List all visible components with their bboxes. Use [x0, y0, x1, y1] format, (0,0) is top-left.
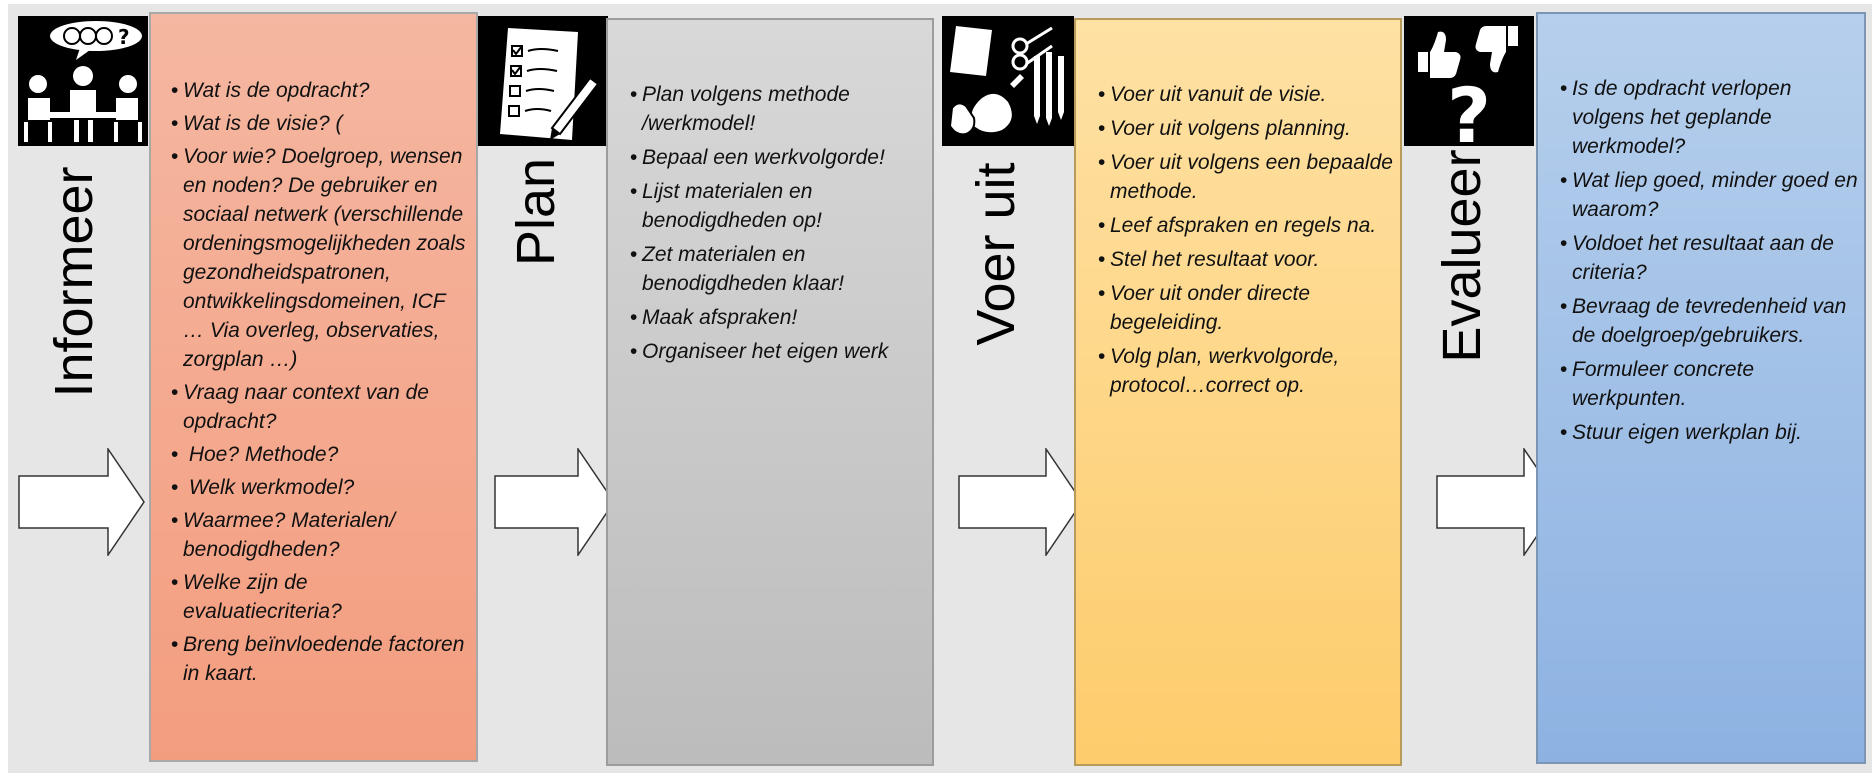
stage-label-evalueer: Evalueer — [1432, 149, 1492, 363]
svg-text:?: ? — [1447, 71, 1491, 146]
list-item: • Hoe? Methode? — [171, 443, 339, 466]
list-item: •Formuleer concrete werkpunten. — [1560, 358, 1755, 410]
list-item: •Stel het resultaat voor. — [1098, 248, 1320, 271]
list-item: •Voer uit vanuit de visie. — [1098, 83, 1327, 106]
arrow-right-icon — [18, 448, 145, 556]
conversation-icon: ? — [18, 16, 148, 146]
list-item: •Voer uit volgens planning. — [1098, 117, 1351, 140]
list-item: •Leef afspraken en regels na. — [1098, 214, 1377, 237]
list-item: •Bevraag de tevredenheid van de doelgroe… — [1560, 295, 1847, 347]
list-item: •Voer uit onder directe begeleiding. — [1098, 282, 1311, 334]
plan-list: •Plan volgens methode /werkmodel! •Bepaa… — [622, 80, 924, 366]
list-item: •Organiseer het eigen werk — [630, 340, 889, 363]
stage-label-voer-uit: Voer uit — [966, 162, 1026, 346]
list-item: •Vraag naar context van de opdracht? — [171, 381, 429, 433]
stage-panel-voer-uit: •Voer uit vanuit de visie. •Voer uit vol… — [1074, 18, 1402, 766]
list-item: •Plan volgens methode /werkmodel! — [630, 83, 850, 135]
informeer-list: •Wat is de opdracht? •Wat is de visie? (… — [163, 76, 468, 688]
stage-label-plan: Plan — [506, 157, 566, 267]
stage-panel-plan: •Plan volgens methode /werkmodel! •Bepaa… — [606, 18, 934, 766]
list-item: •Is de opdracht verlopen volgens het gep… — [1560, 77, 1792, 158]
checklist-icon — [478, 16, 608, 146]
list-item: •Lijst materialen en benodigdheden op! — [630, 180, 822, 232]
list-item: •Voor wie? Doelgroep, wensen en noden? D… — [171, 145, 466, 371]
stage-panel-informeer: •Wat is de opdracht? •Wat is de visie? (… — [149, 12, 478, 762]
stage-panel-evalueer: •Is de opdracht verlopen volgens het gep… — [1536, 12, 1866, 764]
svg-text:?: ? — [118, 25, 130, 49]
craft-tools-icon — [942, 16, 1074, 146]
list-item: •Bepaal een werkvolgorde! — [630, 146, 885, 169]
list-item: •Waarmee? Materialen/ benodigdheden? — [171, 509, 396, 561]
arrow-right-icon — [494, 448, 615, 556]
list-item: •Stuur eigen werkplan bij. — [1560, 421, 1802, 444]
list-item: •Wat is de opdracht? — [171, 79, 370, 102]
arrow-right-icon — [958, 448, 1083, 556]
list-item: •Wat is de visie? ( — [171, 112, 343, 135]
list-item: •Voldoet het resultaat aan de criteria? — [1560, 232, 1834, 284]
list-item: •Voer uit volgens een bepaalde methode. — [1098, 151, 1393, 203]
thumbs-question-icon: ? — [1404, 16, 1534, 146]
evalueer-list: •Is de opdracht verlopen volgens het gep… — [1552, 74, 1858, 447]
stage-label-informeer: Informeer — [44, 166, 104, 398]
list-item: •Welke zijn de evaluatiecriteria? — [171, 571, 342, 623]
list-item: • Welk werkmodel? — [171, 476, 355, 499]
list-item: •Volg plan, werkvolgorde, protocol…corre… — [1098, 345, 1340, 397]
list-item: •Breng beïnvloedende factoren in kaart. — [171, 633, 465, 685]
list-item: •Wat liep goed, minder goed en waarom? — [1560, 169, 1858, 221]
list-item: •Maak afspraken! — [630, 306, 798, 329]
voer-uit-list: •Voer uit vanuit de visie. •Voer uit vol… — [1090, 80, 1394, 400]
list-item: •Zet materialen en benodigdheden klaar! — [630, 243, 845, 295]
